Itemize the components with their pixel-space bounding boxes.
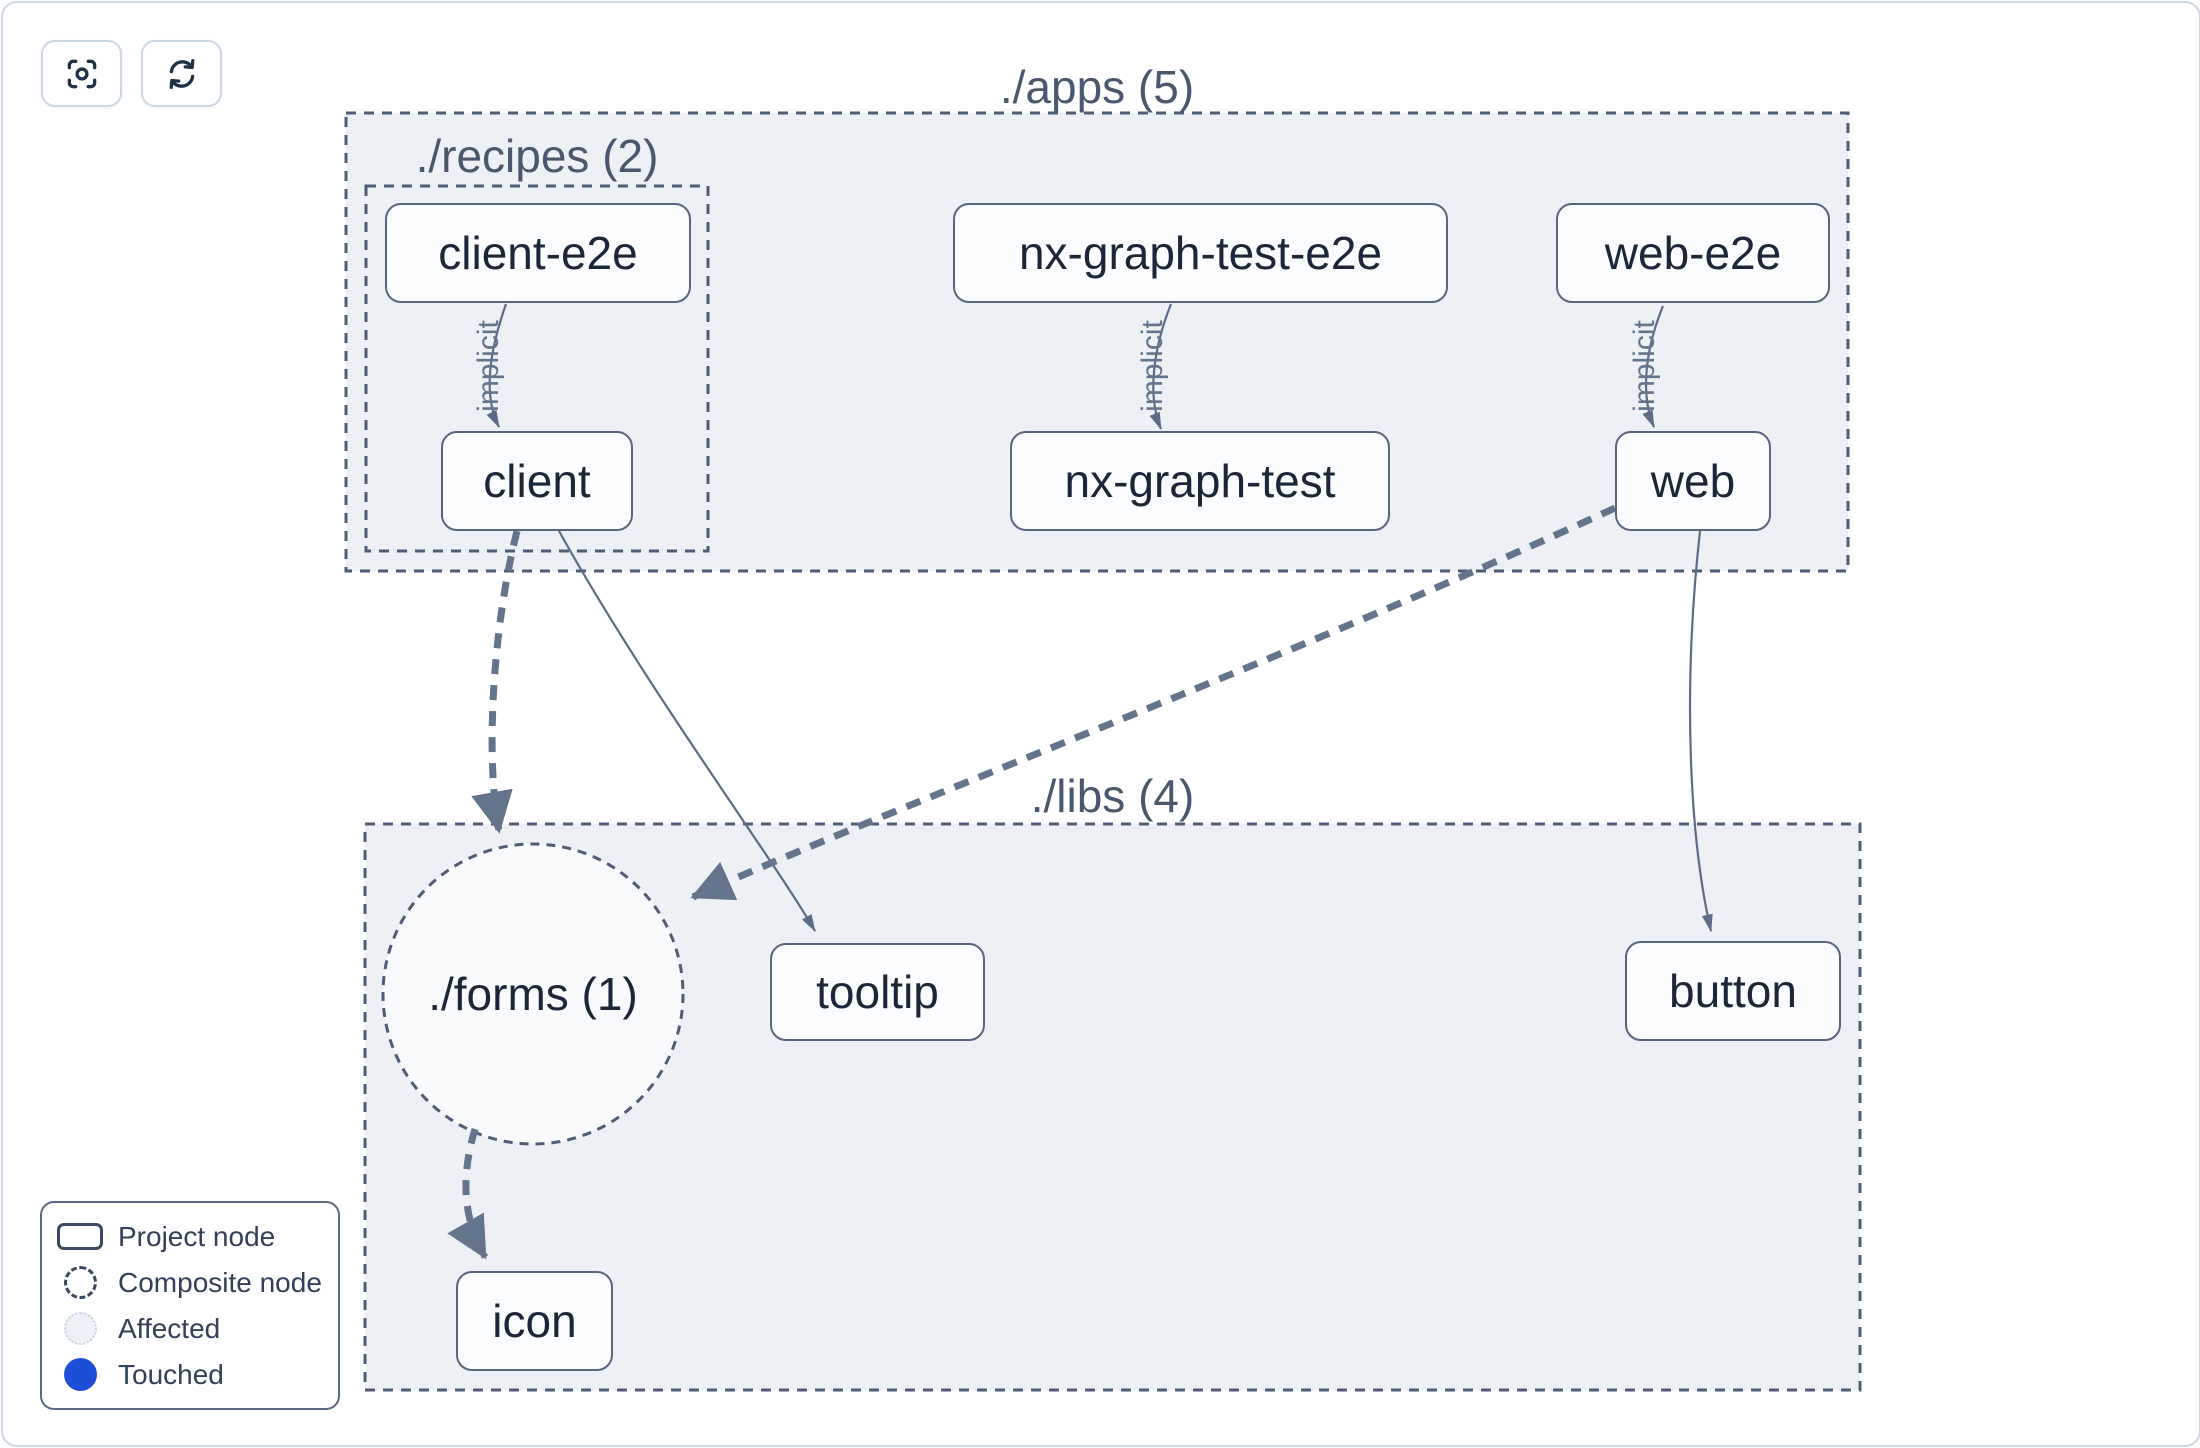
node-button[interactable]: button [1625,941,1841,1041]
edge-label-implicit-web: implicit [1628,320,1661,412]
node-nx-graph-test[interactable]: nx-graph-test [1010,431,1390,531]
refresh-icon-button[interactable] [141,40,222,107]
group-border-apps [344,111,1850,573]
composite-node-forms-label: ./forms (1) [428,968,638,1020]
graph-edges-layer [344,111,1862,1392]
legend-label: Touched [118,1358,224,1390]
legend-label: Affected [118,1312,221,1344]
group-border-recipes [364,184,710,553]
node-tooltip[interactable]: tooltip [770,943,985,1041]
affected-swatch [63,1312,97,1345]
node-icon[interactable]: icon [456,1271,613,1371]
edge-nx-graph-test-e2e-to-nx-graph-test [1149,303,1173,431]
composite-node-swatch [63,1266,97,1299]
touched-swatch [63,1358,97,1391]
group-label-recipes: ./recipes (2) [415,130,659,182]
group-label-apps: ./apps (5) [999,61,1195,113]
legend-item-affected: Affected [42,1306,338,1352]
node-web[interactable]: web [1615,431,1771,531]
node-nx-graph-test-e2e[interactable]: nx-graph-test-e2e [953,203,1448,303]
edge-web-to-forms [690,504,1617,901]
edge-client-to-forms [471,530,521,834]
edge-web-e2e-to-web [1642,305,1665,429]
graph-toolbar [41,40,222,107]
node-client-e2e[interactable]: client-e2e [385,203,691,303]
legend-label: Composite node [118,1266,322,1298]
composite-node-forms[interactable] [381,842,685,1146]
edge-forms-to-icon [447,1128,489,1260]
focus-icon [63,55,101,93]
edge-web-to-button [1688,530,1713,933]
edge-label-implicit-nx-graph-test: implicit [1136,320,1169,412]
edge-label-implicit-client: implicit [472,320,505,412]
legend-label: Project node [118,1220,276,1252]
edge-client-to-tooltip [558,530,816,932]
legend-item-composite-node: Composite node [42,1260,338,1306]
refresh-icon [163,55,201,93]
group-border-libs [363,822,1862,1392]
node-web-e2e[interactable]: web-e2e [1556,203,1830,303]
legend-item-project-node: Project node [42,1214,338,1260]
legend-panel: Project node Composite node Affected Tou… [40,1201,340,1410]
legend-item-touched: Touched [42,1352,338,1398]
group-label-libs: ./libs (4) [1030,770,1195,822]
project-node-swatch [57,1223,103,1250]
node-client[interactable]: client [441,431,633,531]
edge-client-e2e-to-client [486,303,508,428]
center-graph-button[interactable] [41,40,122,107]
